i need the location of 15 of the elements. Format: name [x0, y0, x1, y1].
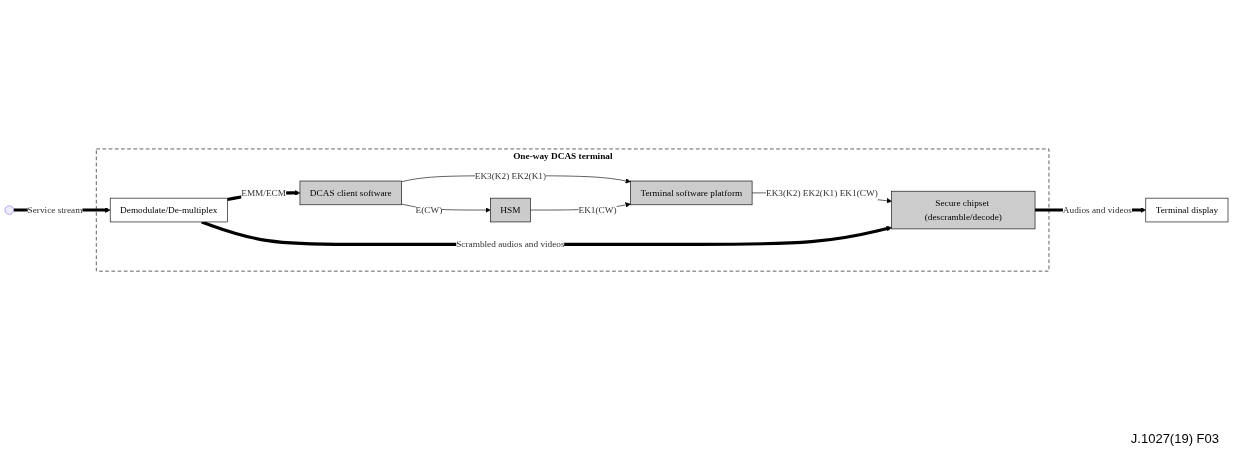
edge-label: E(CW) [415, 204, 443, 215]
node-box: Secure chipset (descramble/decode) [891, 190, 1036, 230]
edge-label: EK3(K2) EK2(K1) [474, 170, 547, 181]
edge-label: EMM/ECM [241, 187, 287, 198]
node-box: HSM [490, 197, 531, 223]
node-box: Terminal display [1145, 197, 1229, 223]
edge-label: Scrambled audios and videos [456, 239, 565, 250]
edge-label: Audios and videos [1062, 204, 1132, 215]
node-box: Terminal software platform [630, 180, 753, 206]
node-box: DCAS client software [299, 180, 402, 206]
edge-label: Service stream [27, 204, 83, 215]
figure-code: J.1027(19) F03 [1130, 431, 1219, 446]
edge-label: EK3(K2) EK2(K1) EK1(CW) [766, 187, 878, 198]
edge-label: EK1(CW) [578, 204, 617, 215]
node-box: Demodulate/De-multiplex [109, 197, 228, 223]
